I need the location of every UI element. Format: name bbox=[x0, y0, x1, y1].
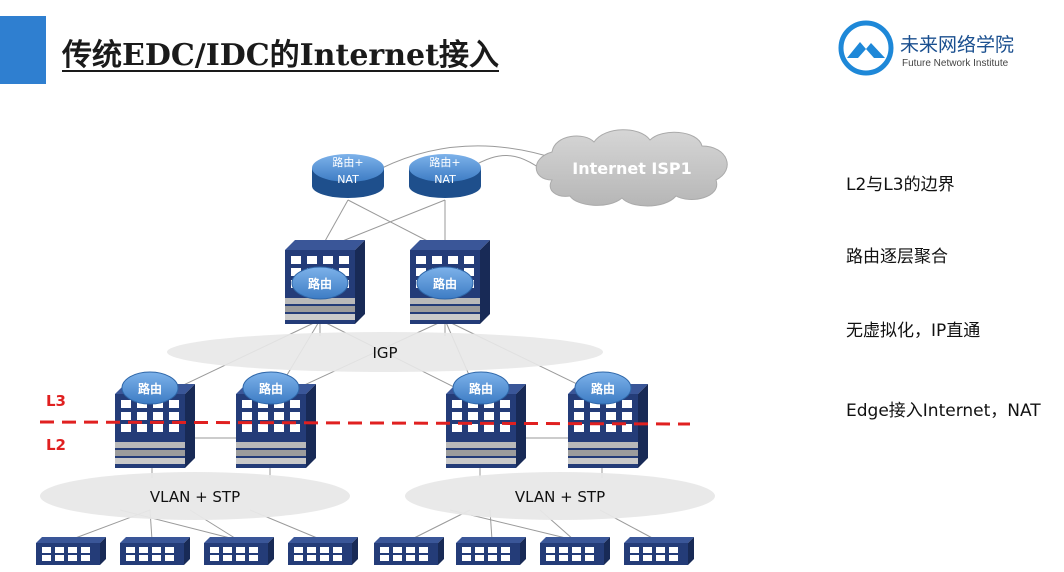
vlan-domain-left: VLAN + STP bbox=[40, 472, 350, 520]
mountain-circle-logo-icon bbox=[838, 20, 894, 76]
access-edge-switch bbox=[374, 537, 444, 565]
igp-label: IGP bbox=[372, 344, 397, 362]
aggregation-switch-1: 路由 bbox=[285, 240, 365, 324]
edge-router-label-line2: NAT bbox=[337, 173, 359, 186]
cloud-label: Internet ISP1 bbox=[572, 159, 692, 178]
logo-subtitle: Future Network Institute bbox=[902, 58, 1009, 69]
access-edge-switch bbox=[540, 537, 610, 565]
vlan-left-label: VLAN + STP bbox=[150, 488, 240, 506]
logo-name: 未来网络学院 bbox=[900, 34, 1015, 56]
note-item: L2与L3的边界 bbox=[846, 175, 955, 195]
vlan-right-label: VLAN + STP bbox=[515, 488, 605, 506]
router-label: 路由 bbox=[308, 276, 332, 291]
access-edge-switch bbox=[456, 537, 526, 565]
access-switch-row bbox=[36, 537, 694, 565]
access-edge-switch bbox=[120, 537, 190, 565]
l3-label: L3 bbox=[46, 392, 66, 410]
router-label: 路由 bbox=[138, 381, 162, 396]
access-switch-2: 路由 bbox=[236, 371, 316, 468]
brand-logo: 未来网络学院 Future Network Institute bbox=[838, 20, 1048, 82]
edge-router-label-line1: 路由+ bbox=[429, 155, 460, 169]
access-edge-switch bbox=[288, 537, 358, 565]
igp-domain: IGP bbox=[167, 332, 603, 372]
access-switch-4: 路由 bbox=[568, 371, 648, 468]
title-accent-bar bbox=[0, 16, 46, 84]
access-edge-switch bbox=[36, 537, 106, 565]
internet-cloud: Internet ISP1 bbox=[535, 129, 728, 207]
edge-router-label-line1: 路由+ bbox=[332, 155, 363, 169]
edge-router-label-line2: NAT bbox=[434, 173, 456, 186]
access-switch-3: 路由 bbox=[446, 371, 526, 468]
router-label: 路由 bbox=[433, 276, 457, 291]
note-item: Edge接入Internet，NAT bbox=[846, 401, 1041, 421]
l2-l3-boundary: L3 L2 bbox=[39, 392, 691, 454]
access-edge-switch bbox=[624, 537, 694, 565]
router-label: 路由 bbox=[469, 381, 493, 396]
access-edge-switch bbox=[204, 537, 274, 565]
note-item: 路由逐层聚合 bbox=[846, 247, 948, 267]
vlan-domain-right: VLAN + STP bbox=[405, 472, 715, 520]
router-label: 路由 bbox=[591, 381, 615, 396]
page-title: 传统EDC/IDC的Internet接入 bbox=[62, 38, 499, 73]
l2-label: L2 bbox=[46, 436, 66, 454]
access-switch-1: 路由 bbox=[115, 371, 195, 468]
router-label: 路由 bbox=[259, 381, 283, 396]
note-item: 无虚拟化，IP直通 bbox=[846, 321, 981, 341]
aggregation-switch-2: 路由 bbox=[410, 240, 490, 324]
edge-router-1: 路由+ NAT bbox=[312, 154, 384, 198]
edge-router-2: 路由+ NAT bbox=[409, 154, 481, 198]
